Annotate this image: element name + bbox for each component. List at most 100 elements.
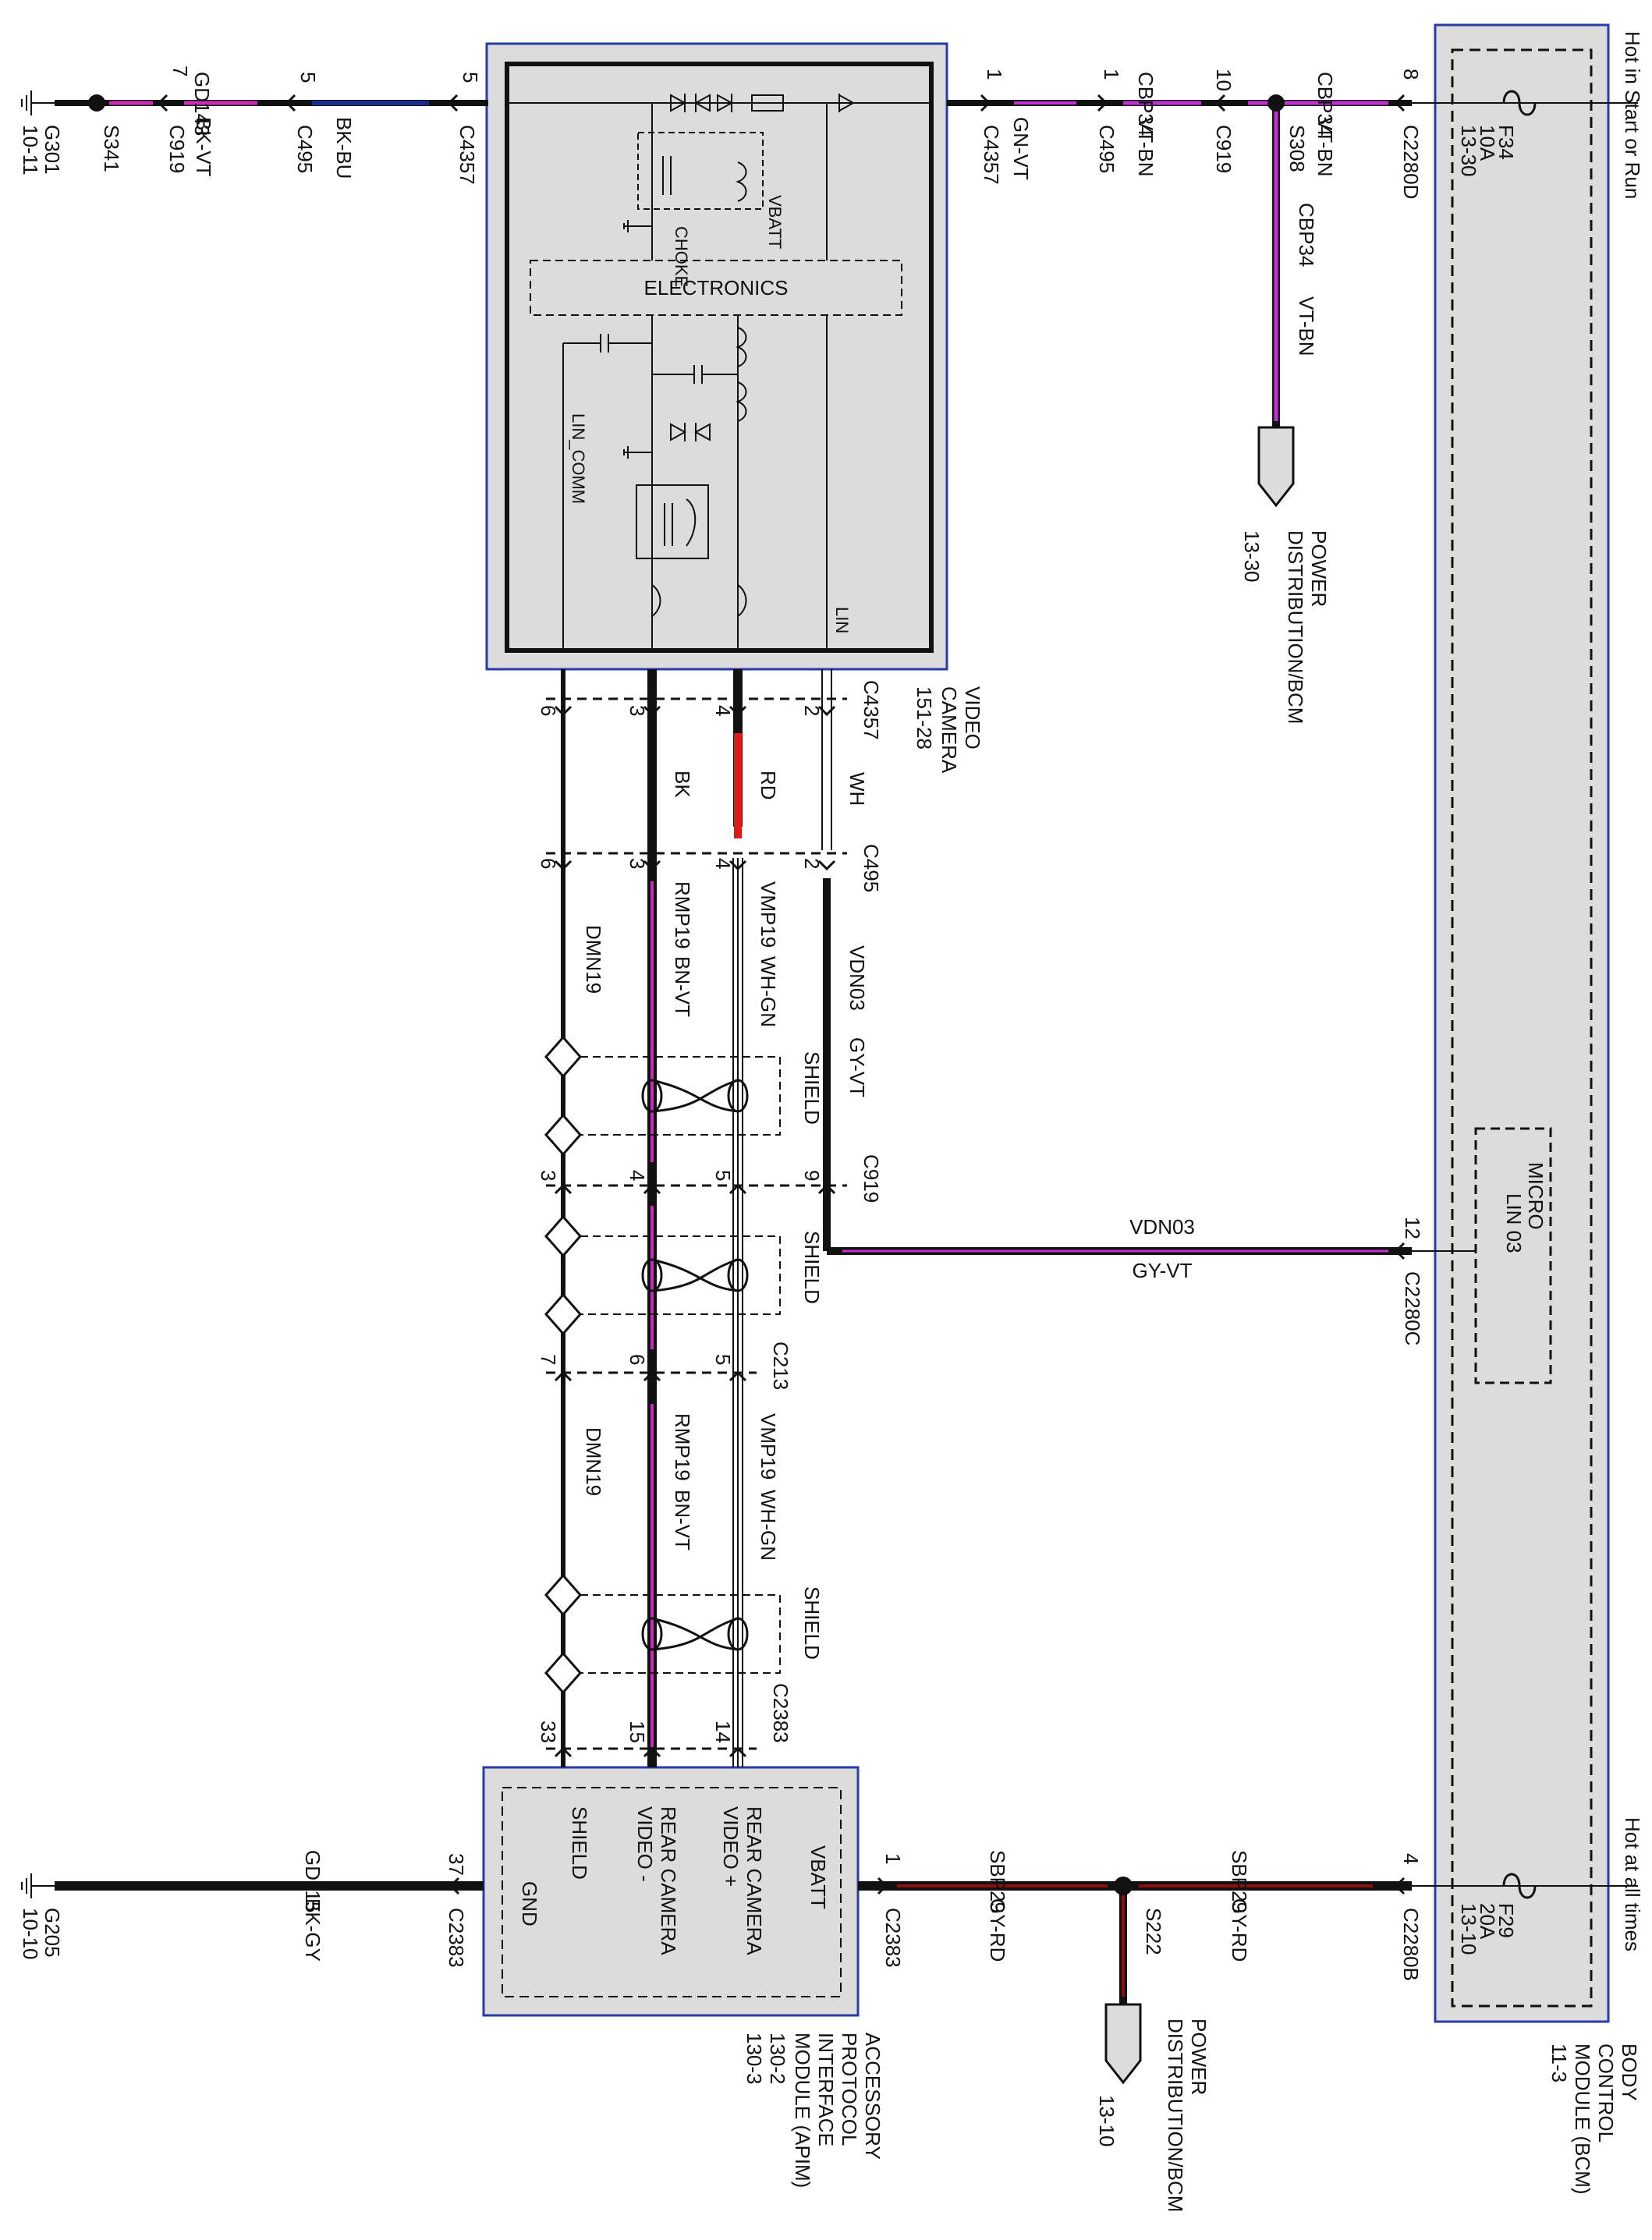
c213-label: C213 bbox=[769, 1342, 792, 1390]
vtbn-color: VT-BN bbox=[1134, 117, 1157, 177]
c2383-right-connector-icon bbox=[877, 1877, 888, 1895]
video-camera-module bbox=[485, 42, 948, 671]
sbp29-circuit-2: SBP29 bbox=[1228, 1850, 1251, 1913]
c4357-label-right: C4357 bbox=[980, 125, 1003, 185]
c2280b-label: C2280B bbox=[1399, 1908, 1423, 1981]
c919-pin: 9 bbox=[800, 1170, 824, 1181]
vdn03-color: GY-VT bbox=[845, 1037, 869, 1097]
vtbn-vertical-color: VT-BN bbox=[1295, 296, 1318, 356]
dmn19-label-a: DMN19 bbox=[582, 925, 605, 994]
c4357-pin: 3 bbox=[626, 705, 649, 716]
c2280c-label: C2280C bbox=[1401, 1271, 1424, 1345]
s308-splice bbox=[1267, 94, 1285, 112]
c495-connector-icon bbox=[285, 94, 296, 112]
harness-wires bbox=[544, 669, 1476, 1767]
c2383-pin: 14 bbox=[711, 1721, 735, 1743]
gd115-color: BK-GY bbox=[301, 1898, 324, 1962]
c213-pin: 6 bbox=[626, 1354, 649, 1365]
vmp19-label-b: VMP19 bbox=[757, 1413, 780, 1480]
c919-label-right: C919 bbox=[1212, 125, 1235, 173]
cbp34-circuit: CBP34 bbox=[1134, 72, 1157, 136]
s341-label: S341 bbox=[100, 125, 123, 172]
power-distribution-bottom-icon bbox=[1104, 2003, 1142, 2085]
vmp19-label-a: VMP19 bbox=[757, 881, 780, 948]
shield-diamond bbox=[544, 1214, 582, 1258]
c4357-pin-right: 1 bbox=[983, 69, 1006, 80]
video-camera-ref: 151-28 bbox=[913, 686, 936, 750]
shield-diamond bbox=[544, 1113, 582, 1157]
f29-ref: 13-10 bbox=[1457, 1903, 1480, 1955]
apim-rcv-plus-label: REAR CAMERAVIDEO + bbox=[719, 1806, 766, 1955]
wire-bk-label: BK bbox=[671, 771, 694, 798]
rmp19-label-a: RMP19 bbox=[671, 881, 694, 949]
rmp19-color-a: BN-VT bbox=[671, 956, 694, 1017]
apim-shield-label: SHIELD bbox=[568, 1806, 591, 1880]
fuse-f29-icon bbox=[1502, 1873, 1537, 1899]
c4357-right-connector-icon bbox=[980, 94, 991, 112]
c495-label-right: C495 bbox=[1095, 125, 1118, 173]
c2280b-connector-icon bbox=[1394, 1877, 1406, 1895]
g301-label: G301 bbox=[41, 125, 64, 175]
c919-label: C919 bbox=[165, 125, 189, 173]
vbatt-label: VBATT bbox=[765, 195, 785, 249]
cbp34-vertical-circuit: CBP34 bbox=[1295, 203, 1318, 267]
c2280c-pin: 12 bbox=[1401, 1217, 1424, 1239]
sbp29-color: GY-RD bbox=[986, 1898, 1009, 1962]
s222-splice bbox=[1114, 1877, 1133, 1895]
g205-ref: 10-10 bbox=[19, 1908, 42, 1960]
c2383-pin-left: 37 bbox=[445, 1853, 468, 1876]
apim-module bbox=[482, 1766, 860, 2017]
c495-label: C495 bbox=[293, 125, 317, 173]
apim-vbatt-label: VBATT bbox=[807, 1845, 830, 1909]
lin-label: LIN bbox=[832, 607, 852, 633]
c2280d-connector-icon bbox=[1394, 94, 1406, 112]
c213-pin: 7 bbox=[537, 1354, 560, 1365]
apim-ref-2: 130-3 bbox=[743, 2033, 766, 2085]
c2383-label-right: C2383 bbox=[881, 1908, 905, 1968]
power-distribution-bottom-ref: 13-10 bbox=[1095, 2095, 1118, 2147]
hot-start-run-label: Hot in Start or Run bbox=[1621, 31, 1644, 199]
c2280d-pin: 8 bbox=[1399, 69, 1423, 80]
c4357-pin: 4 bbox=[711, 705, 735, 716]
hot-all-times-label: Hot at all times bbox=[1621, 1817, 1644, 1951]
vmp19-color-b: WH-GN bbox=[757, 1490, 780, 1561]
power-distribution-top-icon bbox=[1257, 426, 1295, 508]
c495-right-connector-icon bbox=[1097, 94, 1108, 112]
c495-pin-right: 1 bbox=[1100, 69, 1123, 80]
top-wire bbox=[21, 90, 1638, 508]
c4357-connector-icon bbox=[447, 94, 459, 112]
ground-icon bbox=[21, 90, 55, 115]
g301-ref: 10-11 bbox=[19, 125, 42, 175]
power-distribution-top-ref: 13-30 bbox=[1240, 530, 1264, 583]
f29-label: F29 bbox=[1494, 1903, 1518, 1938]
s222-label: S222 bbox=[1142, 1908, 1165, 1955]
vdn03-label: VDN03 bbox=[845, 945, 869, 1011]
gd143-circuit: GD143 bbox=[190, 72, 214, 136]
apim-rcv-minus-label: REAR CAMERAVIDEO - bbox=[633, 1806, 680, 1955]
c4357-pin-left: 5 bbox=[459, 72, 482, 83]
apim-title: ACCESSORYPROTOCOLINTERFACEMODULE (APIM) bbox=[791, 2033, 884, 2188]
apim-ref-1: 130-2 bbox=[766, 2033, 789, 2085]
c919-pin-right: 10 bbox=[1212, 69, 1235, 91]
c2280d-label: C2280D bbox=[1399, 125, 1423, 199]
sbp29-circuit: SBP29 bbox=[986, 1850, 1009, 1913]
shield-diamond bbox=[544, 1573, 582, 1617]
c213-pin: 5 bbox=[711, 1354, 735, 1365]
shield-diamond bbox=[544, 1035, 582, 1079]
rmp19-label-b: RMP19 bbox=[671, 1413, 694, 1481]
wire-wh-label: WH bbox=[845, 772, 869, 806]
c2383-top-label: C2383 bbox=[769, 1683, 792, 1743]
s341-splice bbox=[88, 94, 105, 112]
f34-amps: 10A bbox=[1476, 125, 1499, 161]
c919-pin: 7 bbox=[168, 66, 192, 76]
f29-amps: 20A bbox=[1476, 1903, 1499, 1940]
lin-comm-label: LIN_COMM bbox=[569, 413, 588, 504]
bcm-title: BODYCONTROLMODULE (BCM) bbox=[1571, 2043, 1641, 2195]
lin03-label: LIN 03 bbox=[1502, 1193, 1526, 1253]
apim-gnd-label: GND bbox=[518, 1881, 541, 1926]
vtbn-color-2: VT-BN bbox=[1313, 117, 1337, 177]
c919-bottom-label: C919 bbox=[860, 1154, 883, 1203]
bcm-ref: 11-3 bbox=[1547, 2043, 1571, 2082]
c919-pin: 5 bbox=[711, 1170, 735, 1181]
